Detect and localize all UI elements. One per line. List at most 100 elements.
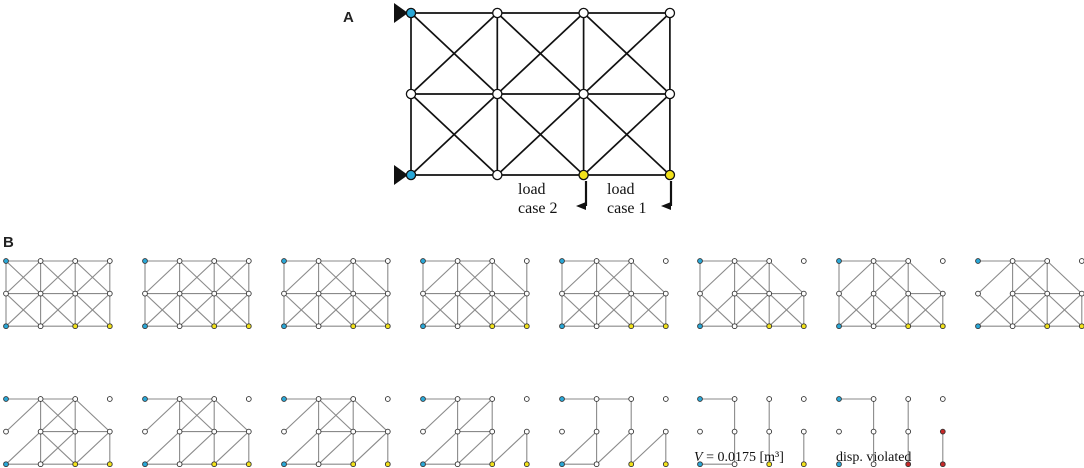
member (422, 260, 458, 295)
node (211, 290, 218, 297)
loaded-node (628, 323, 635, 330)
member (977, 260, 1013, 295)
loaded-node (72, 323, 79, 330)
member (596, 431, 632, 465)
node (662, 258, 669, 264)
load-case-2-label-line1: load (518, 181, 546, 198)
member (561, 260, 597, 295)
support-node (405, 169, 417, 181)
member (596, 260, 632, 295)
loaded-node (72, 461, 79, 468)
support-node (697, 396, 703, 402)
node (315, 461, 322, 468)
member (422, 398, 458, 433)
node (939, 290, 946, 297)
node (662, 290, 669, 297)
support-node (281, 258, 287, 264)
node (176, 290, 183, 297)
node (800, 428, 807, 435)
member (144, 431, 180, 465)
node (350, 428, 357, 435)
node (628, 290, 635, 297)
node (176, 258, 183, 264)
member (410, 93, 498, 176)
member (838, 260, 874, 295)
node (870, 258, 877, 264)
node (384, 428, 391, 435)
loaded-node (766, 323, 773, 330)
optimization-step-9 (3, 396, 113, 468)
panel-b-label: B (3, 234, 14, 251)
member (457, 260, 493, 295)
support-node (3, 258, 9, 264)
member (213, 398, 250, 433)
node (37, 461, 44, 468)
node (766, 428, 773, 435)
member (907, 260, 944, 295)
node (37, 428, 44, 435)
member (352, 260, 389, 295)
node (731, 396, 738, 402)
support-node (697, 461, 703, 468)
loaded-node (211, 461, 218, 468)
node (72, 396, 79, 402)
member (457, 293, 493, 327)
member (5, 293, 41, 327)
panel-a-supports (394, 3, 408, 185)
node (593, 323, 600, 330)
node (37, 290, 44, 297)
member (40, 398, 76, 433)
member (491, 260, 528, 295)
node (628, 258, 635, 264)
optimization-step-3 (281, 258, 391, 330)
displacement-violated-label: disp. violated (836, 450, 911, 465)
node (800, 290, 807, 297)
member (630, 260, 667, 295)
node (489, 396, 496, 402)
member (630, 293, 667, 327)
node (1078, 290, 1084, 297)
node (350, 290, 357, 297)
member (179, 293, 215, 327)
node (142, 290, 148, 297)
node (731, 323, 738, 330)
member (213, 293, 250, 327)
member (734, 260, 770, 295)
node (72, 258, 79, 264)
support-node (142, 461, 148, 468)
node (176, 461, 183, 468)
member (410, 12, 498, 95)
support-node (559, 461, 565, 468)
loaded-node (664, 169, 676, 181)
node (731, 461, 738, 468)
node (245, 428, 252, 435)
node (523, 290, 530, 297)
node (37, 258, 44, 264)
loaded-node (628, 461, 635, 468)
loaded-node (1044, 323, 1051, 330)
member (496, 12, 585, 95)
member (768, 293, 805, 327)
loaded-node (523, 461, 530, 468)
node (211, 258, 218, 264)
member (352, 431, 389, 465)
optimization-step-12 (420, 396, 530, 468)
member (352, 293, 389, 327)
volume-symbol: V (694, 450, 704, 465)
load-case-2-label-line2: case 2 (518, 200, 558, 217)
member (583, 93, 671, 176)
loaded-node (350, 461, 357, 468)
node (1078, 258, 1084, 264)
support-node (3, 396, 9, 402)
member (74, 293, 111, 327)
node (1044, 258, 1051, 264)
support-node (836, 461, 842, 468)
member (838, 293, 874, 327)
support-node (836, 323, 842, 330)
member (457, 398, 493, 433)
loaded-node (1078, 323, 1084, 330)
node (3, 290, 9, 297)
support-node (142, 323, 148, 330)
loaded-node (211, 323, 218, 330)
member (74, 260, 111, 295)
